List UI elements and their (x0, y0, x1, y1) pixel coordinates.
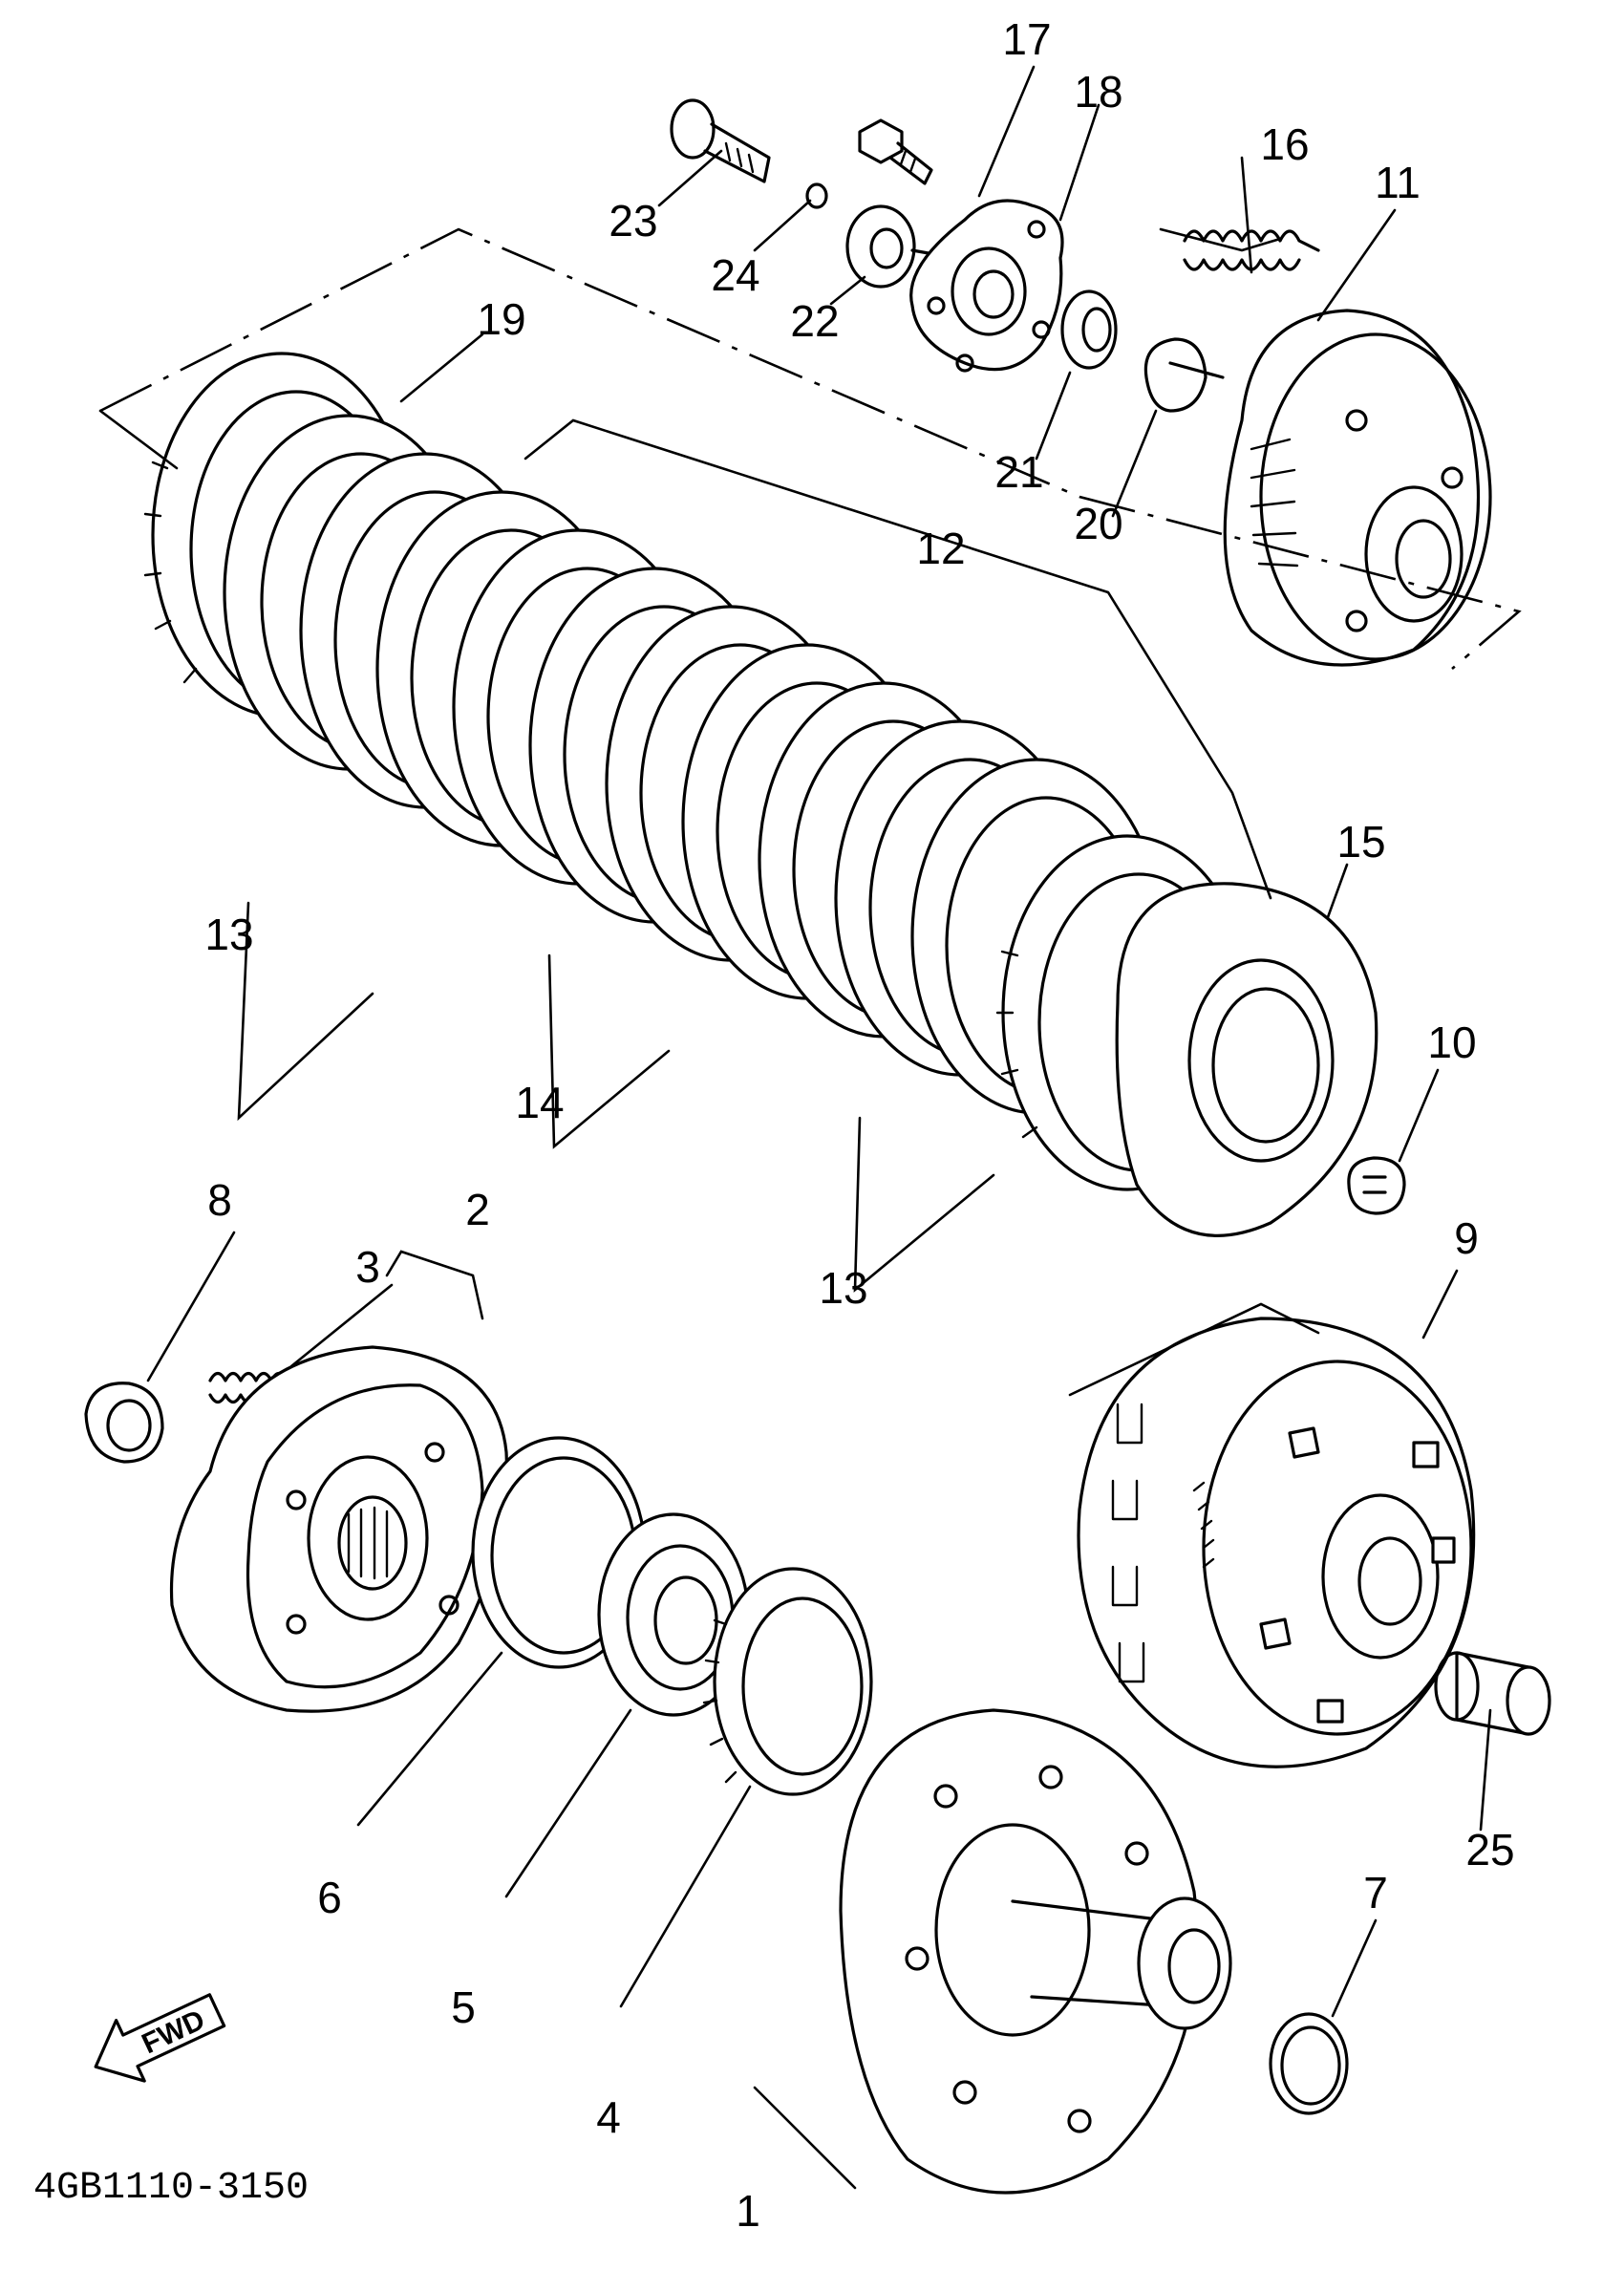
part-label: 25 (1465, 1825, 1514, 1875)
part-label: 6 (317, 1873, 342, 1922)
circlip-10 (1347, 1156, 1406, 1215)
part-label: 10 (1427, 1018, 1476, 1067)
ball-24 (805, 182, 828, 209)
group-outline-9 (1068, 1302, 1320, 1397)
part-label: 8 (207, 1175, 232, 1225)
fwd-arrow: FWD (94, 1993, 226, 2083)
part-label: 18 (1074, 67, 1122, 117)
part-label: 1 (736, 2186, 760, 2236)
leader-lines (146, 65, 1492, 2190)
part-label: 11 (1375, 158, 1421, 207)
part-label: 23 (609, 196, 657, 246)
clutch-housing-11 (1223, 309, 1492, 667)
clutch-plate-stack (143, 352, 1253, 1191)
part-label: 24 (711, 250, 759, 300)
diagram-code: 4GB1110-3150 (33, 2167, 309, 2210)
part-label: 16 (1260, 119, 1309, 169)
part-label: 13 (204, 910, 253, 959)
part-label: 22 (790, 296, 839, 346)
washer-7 (1269, 2012, 1349, 2115)
part-labels: 1 2 3 4 5 6 7 8 9 10 11 12 13 13 14 15 1… (204, 14, 1514, 2236)
plate-18 (909, 199, 1064, 373)
part-label: 19 (477, 294, 525, 344)
bolt-17 (858, 118, 933, 185)
clutch-housing-9 (1077, 1317, 1476, 1768)
collar-25 (1434, 1651, 1551, 1736)
washer-20 (1143, 337, 1225, 413)
part-label: 17 (1002, 14, 1051, 64)
primary-gear-1 (839, 1708, 1232, 2195)
part-label: 7 (1363, 1868, 1388, 1917)
part-label: 15 (1336, 817, 1385, 867)
part-label: 3 (355, 1242, 380, 1292)
pressure-plate-15 (1115, 882, 1378, 1237)
bolt-23 (670, 98, 771, 183)
collar-21 (1060, 289, 1118, 370)
centrifugal-clutch-2 (169, 1345, 508, 1713)
part-label: 20 (1074, 499, 1122, 548)
part-label: 5 (451, 1982, 476, 2032)
group-outline-11 (98, 227, 1522, 670)
group-outline-12 (524, 418, 1272, 900)
part-label: 9 (1454, 1213, 1479, 1263)
part-label: 13 (819, 1263, 867, 1313)
part-label: 4 (596, 2092, 621, 2142)
part-label: 21 (994, 447, 1043, 497)
part-label: 12 (916, 524, 965, 573)
part-label: 14 (515, 1078, 564, 1127)
part-label: 2 (465, 1185, 490, 1234)
nut-8 (84, 1382, 164, 1464)
one-way-clutch-4 (702, 1567, 873, 1796)
